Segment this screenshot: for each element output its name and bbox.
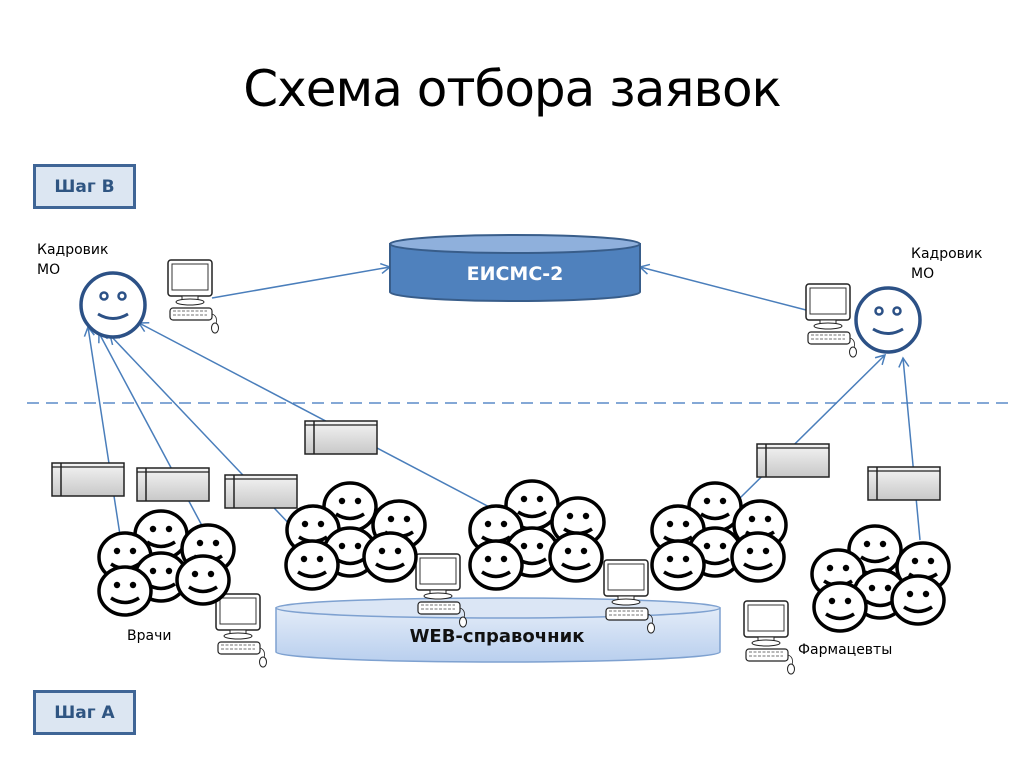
arrow-doc6-to-hr-right: [898, 356, 921, 541]
application-document-icon: [756, 443, 830, 478]
computer-icon-doctors: [215, 593, 268, 668]
crowd-center-left: [284, 481, 427, 591]
application-document-icon: [867, 466, 941, 501]
pharmacists-label: Фармацевты: [798, 642, 893, 658]
arrow-right-pc-to-db: [638, 263, 807, 311]
crowd-center: [468, 479, 606, 591]
step-a-box: Шаг А: [33, 690, 136, 735]
application-document-icon: [304, 420, 378, 455]
arrow-doc1-to-hr-left: [83, 325, 123, 549]
step-b-box: Шаг В: [33, 164, 136, 209]
database-cylinder: ЕИСМС-2: [389, 234, 641, 302]
person-smiley-icon: [284, 539, 340, 591]
doctors-label: Врачи: [127, 628, 172, 644]
person-smiley-icon: [730, 531, 786, 583]
person-smiley-icon: [812, 581, 868, 633]
pharmacists-crowd: [810, 524, 951, 633]
step-a-label: Шаг А: [54, 702, 115, 723]
hr-left-label: Кадровик МО: [37, 242, 109, 278]
arrow-left-pc-to-db: [211, 262, 392, 299]
person-smiley-icon: [468, 539, 524, 591]
person-smiley-icon: [175, 554, 231, 606]
hr-left-avatar: [79, 271, 147, 339]
person-smiley-icon: [362, 531, 418, 583]
application-document-icon: [51, 462, 125, 497]
step-b-label: Шаг В: [54, 176, 115, 197]
slide-title: Схема отбора заявок: [243, 60, 782, 118]
person-smiley-icon: [548, 531, 604, 583]
web-directory-label: WEB-справочник: [410, 626, 585, 647]
crowd-center-right: [650, 481, 788, 591]
computer-icon-pharmacists: [743, 600, 796, 675]
computer-icon-hr-right: [805, 283, 858, 358]
person-smiley-icon: [97, 565, 153, 617]
arrow-doc4-to-hr-left: [137, 322, 496, 511]
person-smiley-icon: [890, 574, 946, 626]
hr-right-avatar: [854, 286, 922, 354]
application-document-icon: [224, 474, 298, 509]
database-label: ЕИСМС-2: [467, 263, 564, 285]
hr-right-label: Кадровик МО: [911, 246, 983, 282]
person-smiley-icon: [650, 539, 706, 591]
computer-icon-hr-left: [167, 259, 220, 334]
application-document-icon: [136, 467, 210, 502]
